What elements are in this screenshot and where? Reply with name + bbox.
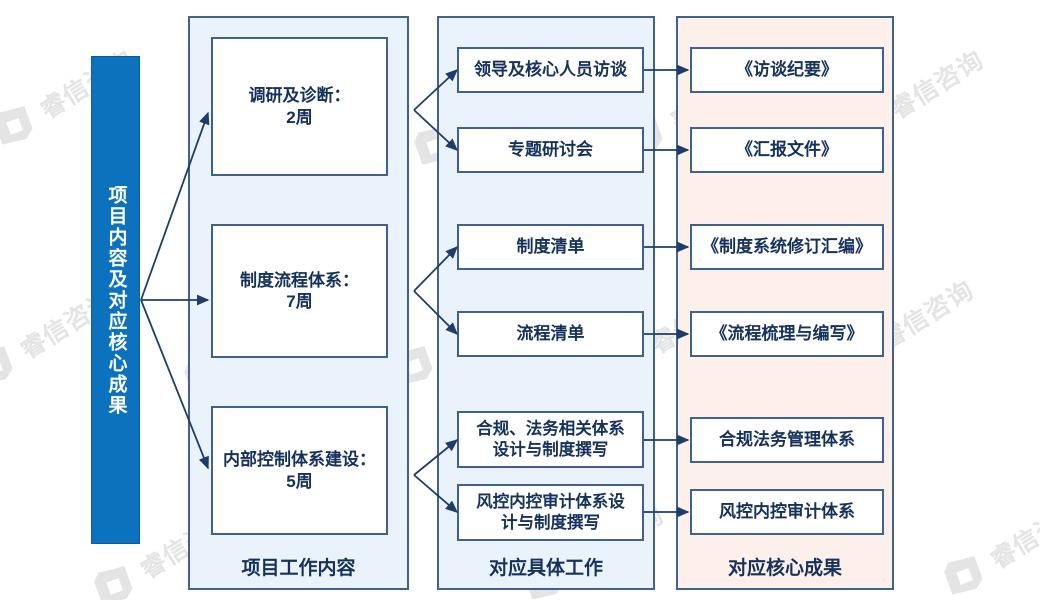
specific-work-item-2[interactable]: 专题研讨会 xyxy=(457,127,644,173)
specific-work-item-5-label: 合规、法务相关体系 设计与制度撰写 xyxy=(476,419,625,459)
specific-work-item-1-label: 领导及核心人员访谈 xyxy=(474,60,627,80)
core-deliverable-item-2-label: 《汇报文件》 xyxy=(736,140,838,160)
core-deliverable-item-1-label: 《访谈纪要》 xyxy=(736,60,838,80)
specific-work-item-5[interactable]: 合规、法务相关体系 设计与制度撰写 xyxy=(457,411,644,468)
root-node-label: 项目内容及对应核心成果 xyxy=(105,184,127,416)
watermark: 睿信咨询 xyxy=(940,489,1040,600)
caption-work-content: 项目工作内容 xyxy=(241,558,356,579)
work-content-item-3[interactable]: 内部控制体系建设： 5周 xyxy=(211,406,388,535)
core-deliverable-item-3[interactable]: 《制度系统修订汇编》 xyxy=(690,224,884,270)
caption-specific-work: 对应具体工作 xyxy=(488,558,603,579)
specific-work-item-3[interactable]: 制度清单 xyxy=(457,224,644,270)
work-content-item-2-label: 制度流程体系： 7周 xyxy=(240,270,359,311)
specific-work-item-1[interactable]: 领导及核心人员访谈 xyxy=(457,47,644,93)
watermark-text: 睿信咨询 xyxy=(885,45,989,125)
work-content-item-3-label: 内部控制体系建设： 5周 xyxy=(223,450,376,491)
specific-work-item-6-label: 风控内控审计体系设 计与制度撰写 xyxy=(476,492,625,532)
watermark-logo-icon xyxy=(940,549,995,600)
specific-work-item-6[interactable]: 风控内控审计体系设 计与制度撰写 xyxy=(457,484,644,541)
root-node-project-scope[interactable]: 项目内容及对应核心成果 xyxy=(91,56,140,544)
work-content-item-1-label: 调研及诊断： 2周 xyxy=(248,86,351,127)
specific-work-item-2-label: 专题研讨会 xyxy=(508,140,593,160)
caption-core-deliverables: 对应核心成果 xyxy=(727,558,842,579)
watermark-logo-icon xyxy=(0,339,25,394)
work-content-item-1[interactable]: 调研及诊断： 2周 xyxy=(211,37,388,176)
core-deliverable-item-4[interactable]: 《流程梳理与编写》 xyxy=(690,311,884,357)
core-deliverable-item-3-label: 《制度系统修订汇编》 xyxy=(702,237,872,257)
work-content-item-2[interactable]: 制度流程体系： 7周 xyxy=(211,224,388,358)
watermark-text: 睿信咨询 xyxy=(985,495,1040,575)
core-deliverable-item-1[interactable]: 《访谈纪要》 xyxy=(690,47,884,93)
core-deliverable-item-6[interactable]: 风控内控审计体系 xyxy=(690,489,884,535)
core-deliverable-item-4-label: 《流程梳理与编写》 xyxy=(710,324,864,344)
core-deliverable-item-6-label: 风控内控审计体系 xyxy=(719,502,855,522)
watermark-logo-icon xyxy=(90,559,145,600)
core-deliverable-item-5[interactable]: 合规法务管理体系 xyxy=(690,417,884,463)
watermark-logo-icon xyxy=(0,99,45,154)
specific-work-item-3-label: 制度清单 xyxy=(516,237,585,257)
core-deliverable-item-2[interactable]: 《汇报文件》 xyxy=(690,127,884,173)
specific-work-item-4[interactable]: 流程清单 xyxy=(457,311,644,357)
specific-work-item-4-label: 流程清单 xyxy=(516,324,585,344)
core-deliverable-item-5-label: 合规法务管理体系 xyxy=(719,430,855,450)
